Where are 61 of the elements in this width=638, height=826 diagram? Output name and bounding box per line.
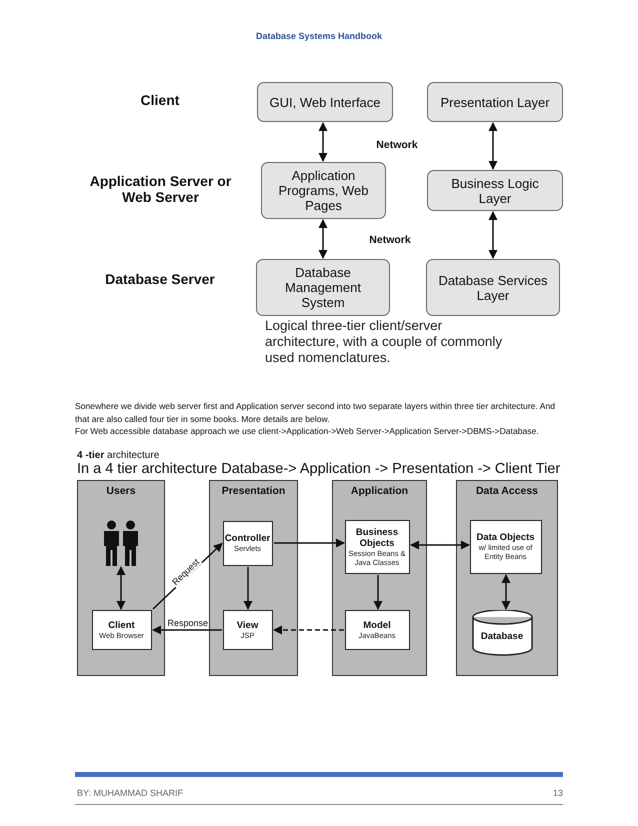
arrow — [410, 540, 470, 550]
tier-label: Database Server — [104, 271, 216, 287]
page-number: 13 — [552, 788, 563, 799]
node-label: Database Management System — [284, 265, 362, 310]
arrow — [152, 626, 222, 634]
process-box — [222, 610, 272, 650]
process-box — [222, 520, 272, 566]
process-box — [344, 610, 410, 650]
tier-label: Application Server or Web Server — [88, 173, 232, 205]
node-title: Model — [362, 620, 392, 630]
header-title: Database Systems Handbook — [254, 31, 384, 41]
network-label: Network — [368, 234, 412, 247]
node-label: Business Logic Layer — [450, 176, 540, 206]
edge-label: Response — [166, 618, 210, 628]
figure-heading: In a 4 tier architecture Database-> Application -> Presentation -> Client Tier — [77, 461, 562, 478]
figure-caption: Logical three-tier client/server architecture, with a couple of commonly used nomenclatures. — [265, 318, 504, 366]
footer-author: BY: MUHAMMAD SHARIF — [77, 788, 184, 799]
process-box — [470, 520, 542, 574]
arrow — [374, 575, 382, 610]
arrow — [273, 626, 344, 634]
section-heading: 4 -tier architecture — [77, 450, 160, 461]
arrow — [488, 211, 498, 259]
band-title: Presentation — [222, 485, 286, 497]
tier-band — [456, 480, 558, 676]
tier-band — [209, 480, 298, 676]
node-label: Application Programs, Web Pages — [277, 168, 370, 213]
node-label: Database — [480, 631, 524, 642]
band-title: Users — [106, 485, 136, 497]
node-label: Presentation Layer — [439, 94, 551, 110]
arrow — [274, 538, 345, 548]
arrow — [244, 567, 252, 610]
process-box — [257, 82, 393, 122]
arrow — [318, 122, 328, 162]
process-box — [427, 82, 563, 122]
database-cylinder — [472, 610, 532, 656]
network-label: Network — [375, 139, 419, 152]
process-box — [256, 259, 390, 316]
process-box — [427, 170, 563, 211]
band-title: Data Access — [476, 485, 538, 497]
node-label: GUI, Web Interface — [268, 94, 382, 110]
paragraph: For Web accessible database approach we use client->Application->Web Server->Application Server->DBMS->Database. — [75, 425, 540, 438]
paragraph: Sonewhere we divide web server first and Application server second into two separate layers within three tier architecture. And that are also called four tier in some books. More details are below. — [75, 400, 556, 425]
node-title: Business Objects — [354, 526, 400, 548]
band-title: Application — [350, 485, 408, 497]
tier-band — [332, 480, 427, 676]
tier-label: Client — [140, 92, 180, 108]
process-box — [426, 259, 560, 316]
arrow — [116, 566, 126, 610]
process-box — [261, 162, 386, 219]
node-title: Controller — [224, 533, 272, 544]
people-icon — [102, 520, 140, 566]
node-title: Client — [107, 620, 136, 630]
process-box — [92, 610, 152, 650]
arrow — [318, 219, 328, 259]
node-title: View — [236, 620, 260, 630]
arrow — [502, 574, 510, 610]
node-title: Data Objects — [475, 532, 536, 543]
tier-band — [77, 480, 165, 676]
node-label: Database Services Layer — [437, 272, 549, 302]
arrow — [488, 122, 498, 170]
process-box — [344, 520, 410, 574]
